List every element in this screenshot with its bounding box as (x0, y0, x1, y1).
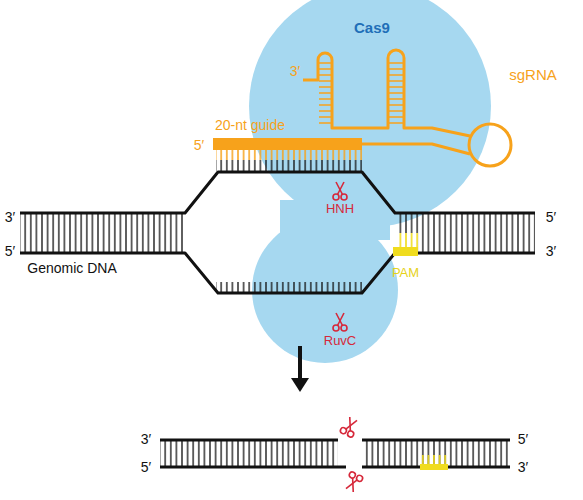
base-pairs (20, 214, 185, 252)
end-label: 5′ (546, 210, 556, 225)
lobe-bridge (280, 200, 390, 240)
end-label: 3′ (518, 460, 528, 475)
end-label: 3′ (290, 64, 300, 79)
domain-label: RuvC (324, 334, 357, 348)
pam-bases (396, 233, 418, 247)
pam-box: PAM (393, 247, 418, 256)
dna-strand (362, 466, 510, 469)
end-label: 5′ (5, 244, 15, 259)
node-label: 20-nt guide (215, 118, 285, 133)
base-pairs (364, 441, 510, 466)
end-label: 5′ (194, 138, 204, 153)
end-label: 5′ (141, 460, 151, 475)
dna-strand (362, 439, 510, 442)
pam-box (420, 464, 448, 470)
dna-strand (160, 466, 346, 469)
end-label: 3′ (141, 432, 151, 447)
end-label: 5′ (518, 432, 528, 447)
guide-bar: 20-nt guide (213, 138, 362, 150)
scissor-symbol (339, 416, 359, 438)
arrow-head (291, 378, 309, 392)
node-label: PAM (392, 266, 419, 280)
rna-label: sgRNA (509, 67, 557, 84)
scissor-symbol (343, 471, 363, 493)
base-pairs (418, 214, 535, 252)
domain-label: HNH (326, 202, 354, 216)
rec-lobe (249, 0, 491, 227)
protein-blob: Cas9 (240, 0, 502, 365)
protein-outline (240, 0, 502, 365)
base-pairs (160, 441, 338, 466)
end-label: 3′ (5, 210, 15, 225)
pam-bases (420, 455, 448, 465)
node-label: Cas9 (354, 20, 390, 37)
dna-label: Genomic DNA (27, 261, 116, 276)
end-label: 3′ (546, 244, 556, 259)
dna-strand (160, 439, 338, 442)
